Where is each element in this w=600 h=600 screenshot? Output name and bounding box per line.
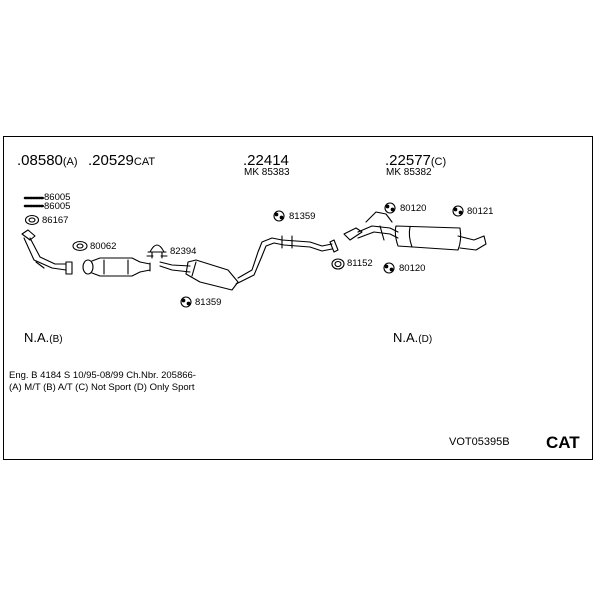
callout-81359: 81359 [195,297,222,308]
na-label-d: N.A.(D) [393,330,432,346]
callout-80062: 80062 [90,241,117,252]
na-text: N.A. [393,330,419,345]
part-number: .22577 [385,152,431,169]
engine-info-line: Eng. B 4184 S 10/95-08/99 Ch.Nbr. 205866… [9,370,196,381]
gasket-icon[interactable] [72,240,88,252]
na-text: N.A. [24,330,50,345]
rear-muffler[interactable] [343,211,487,251]
cat-badge: CAT [546,433,580,452]
na-label-b: N.A.(B) [24,330,63,346]
callout-86005: 86005 [44,192,71,203]
ring-gasket-icon[interactable] [331,258,345,270]
callout-80120: 80120 [400,203,427,214]
callout-80120: 80120 [399,263,426,274]
catalytic-converter[interactable] [82,257,151,277]
callout-86167: 86167 [42,215,69,226]
clamp-icon[interactable] [146,244,168,259]
part-suffix: CAT [133,156,156,168]
part-number: .20529 [88,152,134,169]
mk-85383: MK 85383 [244,167,290,178]
part-22414[interactable]: .22414 [243,153,289,169]
mk-85382: MK 85382 [386,167,432,178]
rubber-mount-icon[interactable] [383,262,395,274]
rubber-mount-icon[interactable] [273,210,285,222]
callout-80121: 80121 [467,206,494,217]
part-number: .08580 [17,152,63,169]
callout-81359: 81359 [289,211,316,222]
center-muffler[interactable] [159,235,339,291]
legend-line: (A) M/T (B) A/T (C) Not Sport (D) Only S… [9,382,195,393]
callout-86005: 86005 [44,201,71,212]
gasket-icon[interactable] [24,214,40,226]
part-suffix: (C) [430,156,447,168]
front-pipe[interactable] [21,229,73,275]
part-20529[interactable]: .20529CAT [88,153,155,169]
part-suffix: (A) [62,156,78,168]
diagram-frame [3,136,593,460]
na-suffix: (D) [418,334,433,345]
na-suffix: (B) [49,334,63,345]
set-code: VOT05395B [449,436,510,448]
callout-82394: 82394 [170,246,197,257]
part-22577[interactable]: .22577(C) [385,153,446,169]
callout-81152: 81152 [347,258,373,269]
part-08580[interactable]: .08580(A) [17,153,78,169]
rubber-mount-icon[interactable] [384,202,396,214]
part-number: .22414 [243,152,289,169]
rubber-mount-icon[interactable] [452,205,464,217]
rubber-mount-icon[interactable] [180,296,192,308]
